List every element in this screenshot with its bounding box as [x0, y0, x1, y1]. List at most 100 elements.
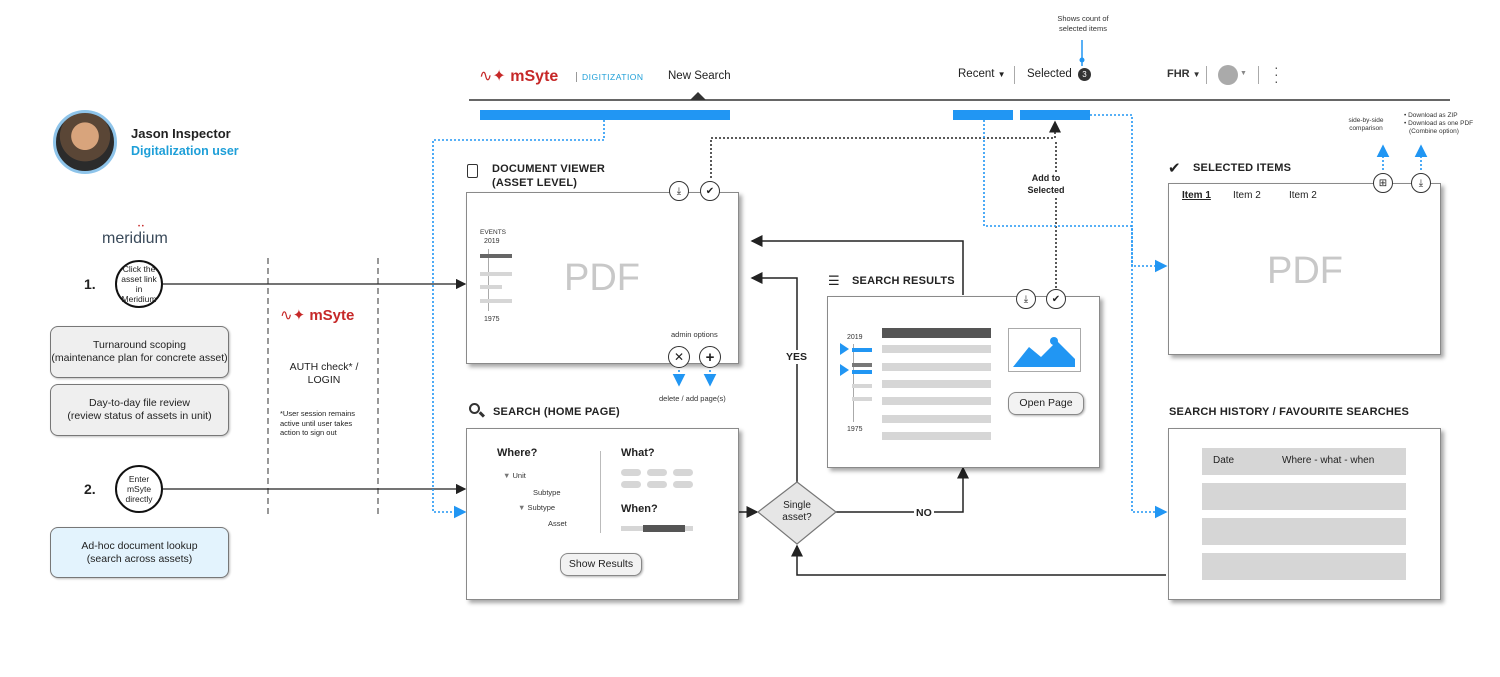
decision-yes: YES — [786, 350, 808, 364]
nav-selected[interactable]: Selected 3 — [1027, 68, 1091, 81]
events-label: EVENTS — [480, 229, 507, 236]
meridium-logo-dots: • • — [138, 224, 144, 230]
timeline-marker-icon[interactable] — [840, 364, 849, 376]
tab-item-2[interactable]: Item 2 — [1233, 190, 1261, 201]
selected-count-badge: 3 — [1077, 68, 1091, 81]
user-avatar-icon[interactable] — [1218, 65, 1238, 85]
result-row[interactable] — [882, 380, 991, 388]
download-note-1: • Download as ZIP — [1404, 112, 1458, 119]
meridium-logo: meridium — [102, 230, 168, 248]
doc-viewer-subtitle: (ASSET LEVEL) — [492, 177, 578, 189]
count-note: Shows count of selected items — [1057, 14, 1109, 33]
tree-subtype-expanded[interactable]: ▼ Subtype — [518, 503, 556, 512]
timeline-axis — [488, 249, 489, 311]
nav-fhr[interactable]: FHR ▼ — [1167, 68, 1201, 80]
use-case-detail: (review status of assets in unit) — [67, 410, 212, 422]
new-search-highlight-bar — [480, 110, 730, 120]
nav-divider — [1258, 66, 1259, 84]
timeline-year-bottom: 1975 — [484, 316, 500, 323]
decision-no: NO — [914, 507, 934, 519]
search-home-panel: Where? ▼ Unit Subtype ▼ Subtype Asset Wh… — [466, 428, 739, 600]
nav-recent-label: Recent — [958, 68, 995, 80]
search-history-title: SEARCH HISTORY / FAVOURITE SEARCHES — [1169, 406, 1410, 418]
result-row[interactable] — [882, 432, 991, 440]
open-page-button[interactable]: Open Page — [1008, 392, 1084, 415]
document-viewer-panel: EVENTS 2019 1975 PDF admin options — [466, 192, 739, 364]
step-2-circle: Enter mSyte directly — [115, 465, 163, 513]
add-to-selected-label: Add to Selected — [1026, 172, 1066, 196]
download-note-2: • Download as one PDF — [1404, 120, 1474, 127]
result-row[interactable] — [882, 415, 991, 423]
what-filter-chip[interactable] — [673, 469, 693, 476]
compare-note: side-by-side comparison — [1348, 117, 1384, 132]
timeline-event-mark — [852, 384, 872, 388]
nav-selected-label: Selected — [1027, 68, 1072, 80]
what-filter-chip[interactable] — [647, 481, 667, 488]
step-1-number: 1. — [84, 276, 96, 292]
tab-item-1[interactable]: Item 1 — [1182, 190, 1211, 201]
use-case-detail: (search across assets) — [86, 552, 193, 565]
persona-role: Digitalization user — [131, 144, 239, 158]
column-divider — [600, 451, 601, 533]
download-note-3: (Combine option) — [1409, 128, 1459, 135]
download-icon[interactable]: ⤓ — [669, 181, 689, 201]
search-icon — [469, 403, 480, 414]
add-page-icon[interactable]: + — [699, 346, 721, 368]
timeline-marker-icon[interactable] — [840, 343, 849, 355]
history-row[interactable] — [1202, 518, 1406, 545]
tree-subtype[interactable]: Subtype — [533, 488, 561, 497]
persona-avatar — [53, 110, 117, 174]
when-range-selection[interactable] — [643, 525, 685, 532]
compare-icon[interactable]: ⊞ — [1373, 173, 1393, 193]
check-icon[interactable]: ✔ — [700, 181, 720, 201]
image-thumbnail-icon[interactable] — [1008, 328, 1081, 372]
timeline-event-mark — [852, 370, 872, 374]
nav-recent[interactable]: Recent ▼ — [958, 68, 1006, 80]
list-icon: ☰ — [828, 273, 840, 288]
admin-note: delete / add page(s) — [659, 394, 726, 403]
result-row[interactable] — [882, 345, 991, 353]
tree-unit-label: Unit — [512, 471, 526, 480]
result-row[interactable] — [882, 363, 991, 371]
download-icon[interactable]: ⤓ — [1016, 289, 1036, 309]
selected-items-panel: Item 1 Item 2 Item 2 PDF — [1168, 183, 1441, 355]
download-icon[interactable]: ⤓ — [1411, 173, 1431, 193]
result-row[interactable] — [882, 397, 991, 405]
history-col-where-what-when: Where - what - when — [1282, 455, 1375, 466]
delete-page-icon[interactable]: ✕ — [668, 346, 690, 368]
msyte-header-logo: ∿✦ mSyte — [479, 68, 559, 85]
tab-item-3[interactable]: Item 2 — [1289, 190, 1317, 201]
history-row[interactable] — [1202, 483, 1406, 510]
use-case-detail: (maintenance plan for concrete asset) — [51, 352, 228, 364]
what-filter-chip[interactable] — [673, 481, 693, 488]
use-case-file-review: Day-to-day file review (review status of… — [50, 384, 229, 436]
use-case-title: Turnaround scoping — [92, 339, 186, 351]
more-options-icon[interactable]: ··· — [1274, 59, 1279, 89]
what-filter-chip[interactable] — [647, 469, 667, 476]
pdf-placeholder: PDF — [564, 257, 640, 299]
msyte-logo-text: mSyte — [309, 307, 355, 324]
use-case-turnaround: Turnaround scoping (maintenance plan for… — [50, 326, 229, 378]
use-case-title: Day-to-day file review — [89, 397, 190, 409]
digitization-label: DIGITIZATION — [576, 72, 644, 82]
persona-name: Jason Inspector — [131, 126, 231, 141]
timeline-year-top: 2019 — [484, 238, 500, 245]
nav-fhr-label: FHR — [1167, 68, 1190, 80]
check-icon[interactable]: ✔ — [1046, 289, 1066, 309]
search-results-panel: 2019 1975 Open Page — [827, 296, 1100, 468]
show-results-button[interactable]: Show Results — [560, 553, 642, 576]
history-row[interactable] — [1202, 553, 1406, 580]
what-filter-chip[interactable] — [621, 481, 641, 488]
timeline-event-mark — [480, 272, 512, 276]
tree-unit[interactable]: ▼ Unit — [503, 471, 526, 480]
auth-check: AUTH check* / LOGIN — [289, 361, 359, 386]
what-filter-chip[interactable] — [621, 469, 641, 476]
nav-new-search[interactable]: New Search — [668, 70, 731, 82]
step-1-circle: Click the asset link in Meridium — [115, 260, 163, 308]
nav-divider — [1206, 66, 1207, 84]
tree-asset[interactable]: Asset — [548, 519, 567, 528]
results-year-top: 2019 — [847, 334, 863, 341]
doc-viewer-title: DOCUMENT VIEWER — [492, 163, 605, 175]
timeline-event-mark — [852, 363, 872, 367]
